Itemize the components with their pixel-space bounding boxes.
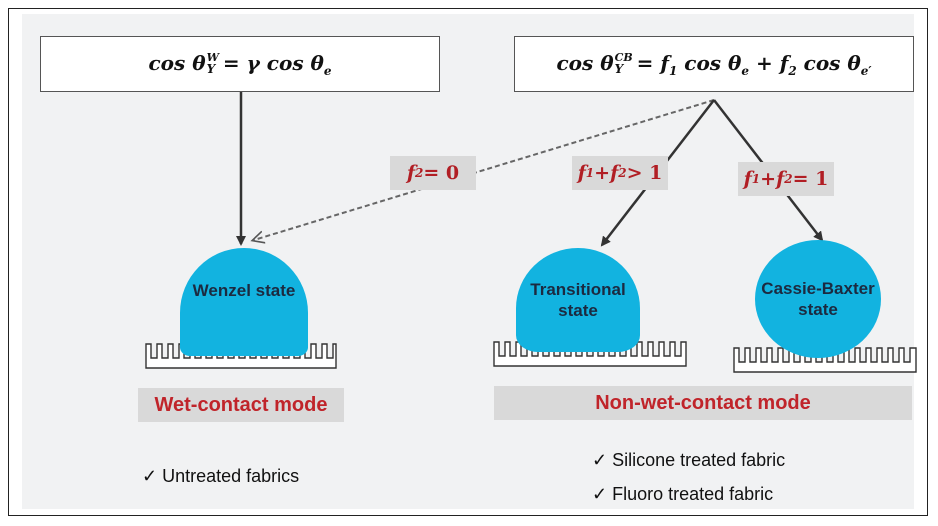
untreated-fabrics-item: ✓ Untreated fabrics xyxy=(142,466,300,486)
arrow-f2-zero xyxy=(254,99,715,240)
silicone-treated-fabric-item: ✓ Silicone treated fabric xyxy=(592,450,786,470)
surface-pillars xyxy=(733,347,917,373)
textured-surface-cassie xyxy=(733,347,917,373)
fluoro-treated-fabric-item: ✓ Fluoro treated fabric xyxy=(592,484,774,504)
wet-contact-mode-label: Wet-contact mode xyxy=(138,388,344,422)
wenzel-state-label: Wenzel state xyxy=(192,281,296,301)
non-wet-contact-mode-label: Non-wet-contact mode xyxy=(494,386,912,420)
diagram-background xyxy=(22,14,914,509)
wenzel-droplet: Wenzel state xyxy=(180,248,308,356)
